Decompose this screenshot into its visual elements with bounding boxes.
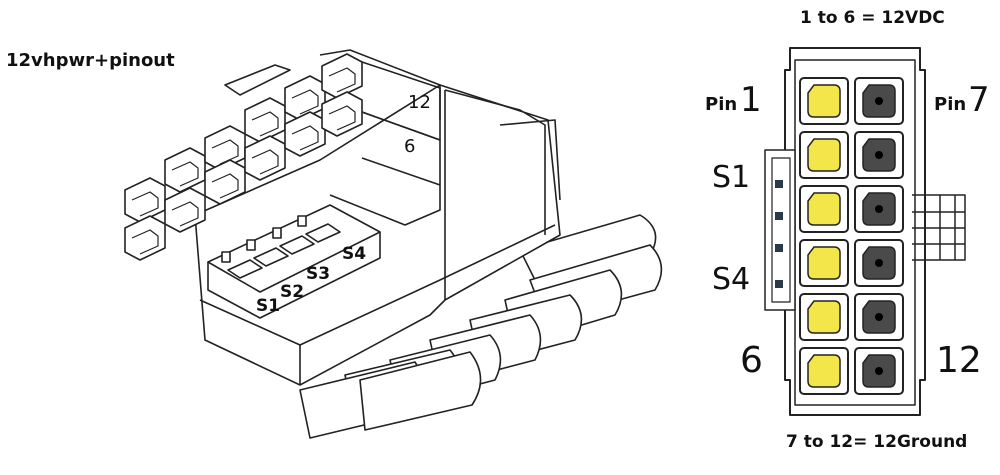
iso-label-pin-6: 6 <box>404 136 416 157</box>
sense-label-s4: S4 <box>712 262 751 297</box>
iso-label-s3: S3 <box>306 264 331 284</box>
pin6-number: 6 <box>740 340 763 381</box>
sense-pin-dot-1 <box>775 180 783 188</box>
pin12-number: 12 <box>936 340 982 381</box>
sense-pin-dot-4 <box>775 280 783 288</box>
pin-7-ground <box>854 77 904 125</box>
connector-housing <box>194 84 561 386</box>
iso-label-s1: S1 <box>256 296 281 316</box>
sense-label-s1: S1 <box>712 160 751 195</box>
pin-8-ground <box>854 131 904 179</box>
power-pins-note: 1 to 6 = 12VDC <box>800 8 945 28</box>
pin-11-ground <box>854 293 904 341</box>
ground-pins-note: 7 to 12= 12Ground <box>786 432 968 452</box>
pin1-number: 1 <box>740 80 762 120</box>
pin1-word: Pin <box>705 94 738 115</box>
pinout-latch <box>912 194 966 261</box>
pin-1-power <box>799 77 849 125</box>
sense-pin-dot-3 <box>775 244 783 252</box>
pin7-number: 7 <box>968 80 990 120</box>
iso-label-s4: S4 <box>342 244 367 264</box>
pin-4-power <box>799 239 849 287</box>
iso-label-pin-12: 12 <box>408 92 431 113</box>
pin-10-ground <box>854 239 904 287</box>
iso-label-s2: S2 <box>280 282 305 302</box>
pin7-word: Pin <box>934 94 967 115</box>
pin-9-ground <box>854 185 904 233</box>
sense-pin-slots <box>221 215 341 279</box>
pinout-sense-strip <box>764 149 796 311</box>
socket-cavities <box>124 53 363 261</box>
diagram-title: 12vhpwr+pinout <box>6 50 175 71</box>
sense-pin-dot-2 <box>775 212 783 220</box>
pin-5-power <box>799 293 849 341</box>
pin-2-power <box>799 131 849 179</box>
pin-3-power <box>799 185 849 233</box>
pin-6-power <box>799 347 849 395</box>
pin-12-ground <box>854 347 904 395</box>
cable-bundle <box>299 214 663 439</box>
